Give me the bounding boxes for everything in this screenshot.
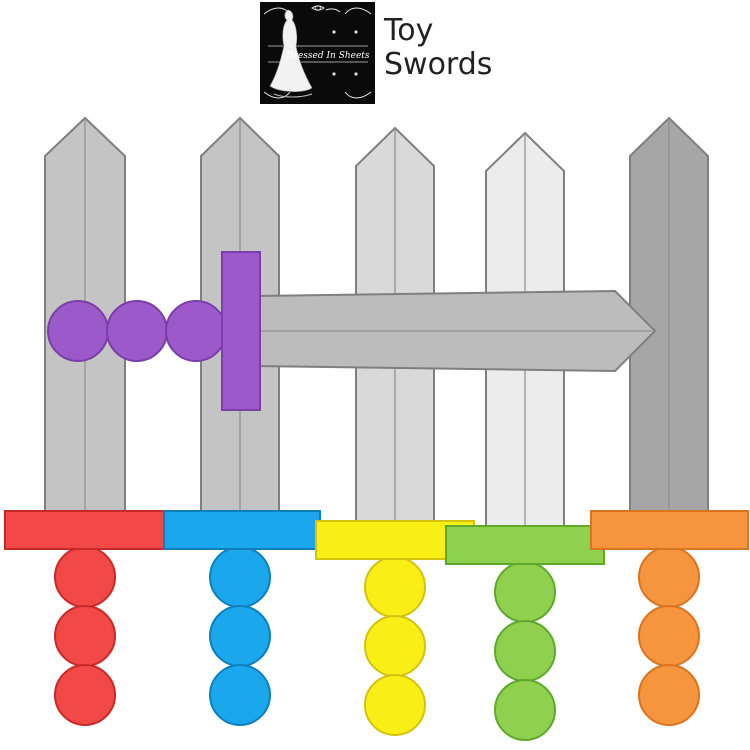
sword-orange-pommel-bead-2 <box>638 605 700 667</box>
sword-red-pommel-bead-2 <box>54 605 116 667</box>
sword-purple-pommel-bead-1 <box>47 300 109 362</box>
sword-blue-pommel-bead-2 <box>209 605 271 667</box>
sword-purple-pommel-bead-2 <box>106 300 168 362</box>
brand-logo: Dressed In Sheets <box>260 2 375 104</box>
title-line-2: Swords <box>384 47 493 82</box>
sword-red-pommel-bead-1 <box>54 546 116 608</box>
logo-text: Dressed In Sheets <box>285 51 369 61</box>
sword-yellow-pommel-bead-3 <box>364 674 426 736</box>
sword-green-guard <box>445 525 605 565</box>
title-line-1: Toy <box>384 13 434 48</box>
sword-blue-guard <box>163 510 321 550</box>
sword-purple-pommel-bead-3 <box>165 300 227 362</box>
sword-green-pommel-bead-1 <box>494 561 556 623</box>
sword-purple-guard <box>221 251 261 411</box>
logo-graphic: Dressed In Sheets <box>263 5 372 99</box>
sword-orange-guard <box>590 510 749 550</box>
sword-yellow-pommel-bead-2 <box>364 615 426 677</box>
page-title: Toy Swords <box>384 14 492 82</box>
sword-red-pommel-bead-3 <box>54 664 116 726</box>
sword-orange-pommel-bead-3 <box>638 664 700 726</box>
sword-green-pommel-bead-2 <box>494 620 556 682</box>
sword-blue-pommel-bead-3 <box>209 664 271 726</box>
sword-orange-pommel-bead-1 <box>638 546 700 608</box>
sword-green-pommel-bead-3 <box>494 679 556 741</box>
sword-red-guard <box>4 510 166 550</box>
sword-blue-pommel-bead-1 <box>209 546 271 608</box>
sword-yellow-pommel-bead-1 <box>364 556 426 618</box>
